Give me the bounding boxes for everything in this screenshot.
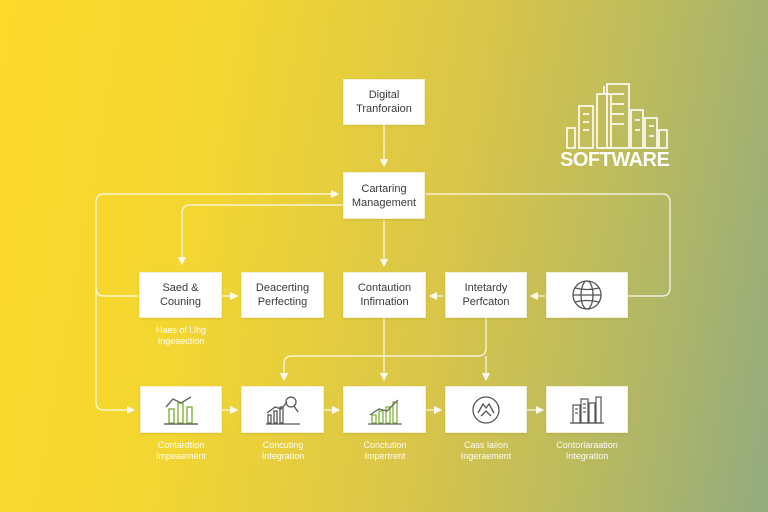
connector — [95, 288, 136, 415]
node-management[interactable]: Cartaring Management — [343, 172, 425, 219]
row2-caption-1: Contardtion Impeaement — [155, 440, 207, 461]
connector — [177, 204, 343, 266]
node-row1-globe[interactable] — [546, 272, 628, 318]
node-label: Contaution Infirnation — [357, 282, 412, 308]
node-row2-4[interactable] — [445, 386, 527, 433]
row2-caption-4: Cass laiion Ingeraement — [460, 440, 512, 461]
node-digital-transformation[interactable]: Digital Tranforaion — [343, 79, 425, 125]
buildings-icon — [570, 395, 604, 424]
row1-caption: Haes of l.lhg Ingeaection — [155, 325, 207, 346]
row2-caption-3: Conctution Impertrent — [363, 440, 407, 461]
node-row1-1[interactable]: Saed & Couning — [139, 272, 222, 318]
city-skyline-icon — [566, 83, 668, 149]
row2-caption-5: Contorlaraation Integration — [556, 440, 618, 461]
growth-chart-magnifier-icon — [265, 395, 300, 425]
handshake-icon — [472, 395, 500, 424]
node-row1-3[interactable]: Contaution Infirnation — [343, 272, 426, 318]
node-row1-4[interactable]: Intetardy Perfcaton — [445, 272, 527, 318]
node-row2-2[interactable] — [241, 386, 324, 433]
connector — [426, 193, 671, 297]
node-label: Digital Tranforaion — [356, 89, 412, 115]
node-label: Cartaring Management — [351, 182, 417, 209]
node-label: Saed & Couning — [160, 282, 201, 308]
node-row1-2[interactable]: Deacerting Perfecting — [241, 272, 324, 318]
connector — [95, 189, 340, 297]
connector — [279, 318, 487, 382]
node-row2-1[interactable] — [140, 386, 222, 433]
node-label: Deacerting Perfecting — [255, 282, 310, 308]
node-row2-3[interactable] — [343, 386, 426, 433]
globe-icon — [572, 280, 602, 310]
node-row2-5[interactable] — [546, 386, 628, 433]
bar-chart-icon — [367, 399, 402, 425]
row2-caption-2: Concuting Integration — [261, 440, 305, 461]
node-label: Intetardy Perfcaton — [462, 282, 510, 308]
logo-text: SOFTWARE — [560, 149, 670, 171]
bar-chart-icon — [164, 395, 198, 425]
